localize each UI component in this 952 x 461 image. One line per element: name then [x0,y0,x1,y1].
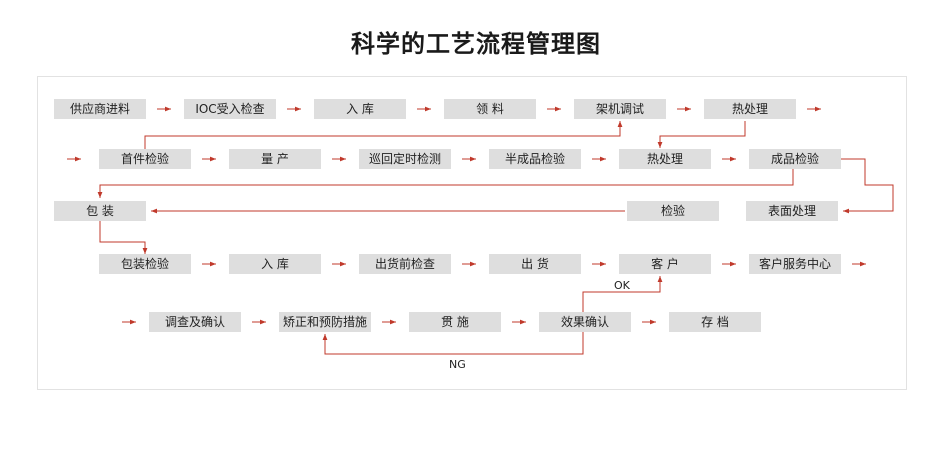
node-tune: 架机调试 [574,99,666,119]
node-semi-check: 半成品检验 [489,149,581,169]
arrow-pack-to-packcheck [99,221,148,254]
ng-label: NG [449,358,466,371]
node-inspect: 检验 [627,201,719,221]
ok-label: OK [614,279,630,292]
node-patrol-check: 巡回定时检测 [359,149,451,169]
node-heat-2: 热处理 [619,149,711,169]
node-investigate: 调查及确认 [149,312,241,332]
node-archive: 存 档 [669,312,761,332]
arrow-ng-to-corrective [322,332,584,355]
arrow-final-to-pack [97,169,794,198]
node-mass-production: 量 产 [229,149,321,169]
diagram-frame [37,76,907,390]
node-supplier: 供应商进料 [54,99,146,119]
node-customer: 客 户 [619,254,711,274]
arrow-firstcheck-to-tune [144,121,623,149]
node-effect-check: 效果确认 [539,312,631,332]
node-store-2: 入 库 [229,254,321,274]
node-store-1: 入 库 [314,99,406,119]
arrow-final-to-surface [839,158,894,214]
arrow-heat1-to-final [657,121,746,148]
node-pack: 包 装 [54,201,146,221]
node-first-check: 首件检验 [99,149,191,169]
node-implement: 贯 施 [409,312,501,332]
node-ship: 出 货 [489,254,581,274]
node-service-center: 客户服务中心 [749,254,841,274]
node-ioc-check: IOC受入检查 [184,99,276,119]
node-pick: 领 料 [444,99,536,119]
node-preship-check: 出货前检查 [359,254,451,274]
diagram-title: 科学的工艺流程管理图 [351,30,601,58]
node-corrective: 矫正和预防措施 [279,312,371,332]
node-surface: 表面处理 [746,201,838,221]
node-final-check: 成品检验 [749,149,841,169]
arrow-ok-to-customer [582,276,663,312]
node-pack-check: 包装检验 [99,254,191,274]
node-heat-1: 热处理 [704,99,796,119]
